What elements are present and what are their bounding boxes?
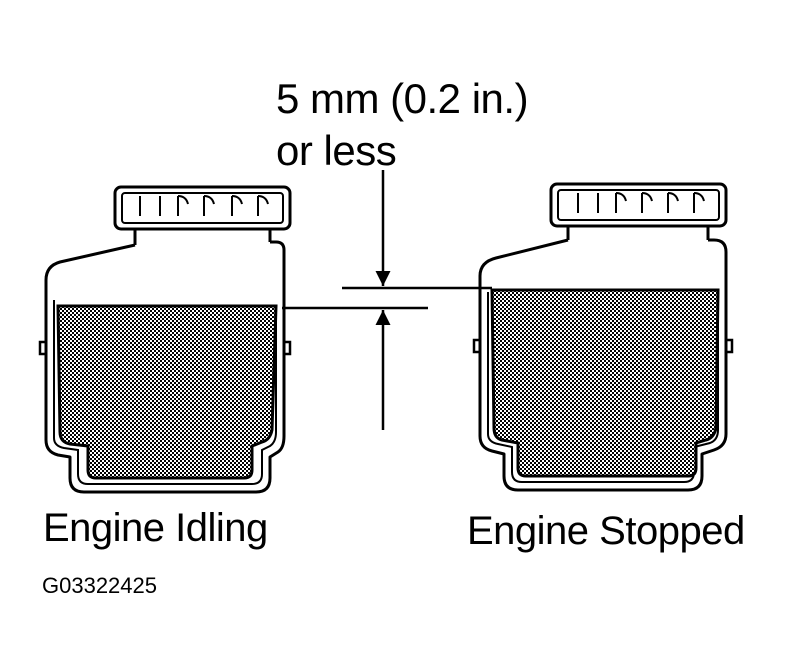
reservoir-cap-right <box>549 182 728 228</box>
level-difference-dimension <box>282 170 492 430</box>
dimension-label-line2: or less <box>276 127 397 174</box>
fluid-level-idling <box>56 304 278 480</box>
reservoir-cap-left <box>113 185 292 231</box>
label-engine-stopped: Engine Stopped <box>467 509 745 553</box>
fluid-level-stopped <box>490 288 720 478</box>
reservoir-stopped <box>472 182 734 492</box>
reservoir-idling <box>38 185 292 494</box>
figure-code: G03322425 <box>42 573 157 598</box>
dimension-label-line1: 5 mm (0.2 in.) <box>276 75 529 122</box>
label-engine-idling: Engine Idling <box>43 506 268 550</box>
reservoir-neck-right <box>566 226 710 240</box>
